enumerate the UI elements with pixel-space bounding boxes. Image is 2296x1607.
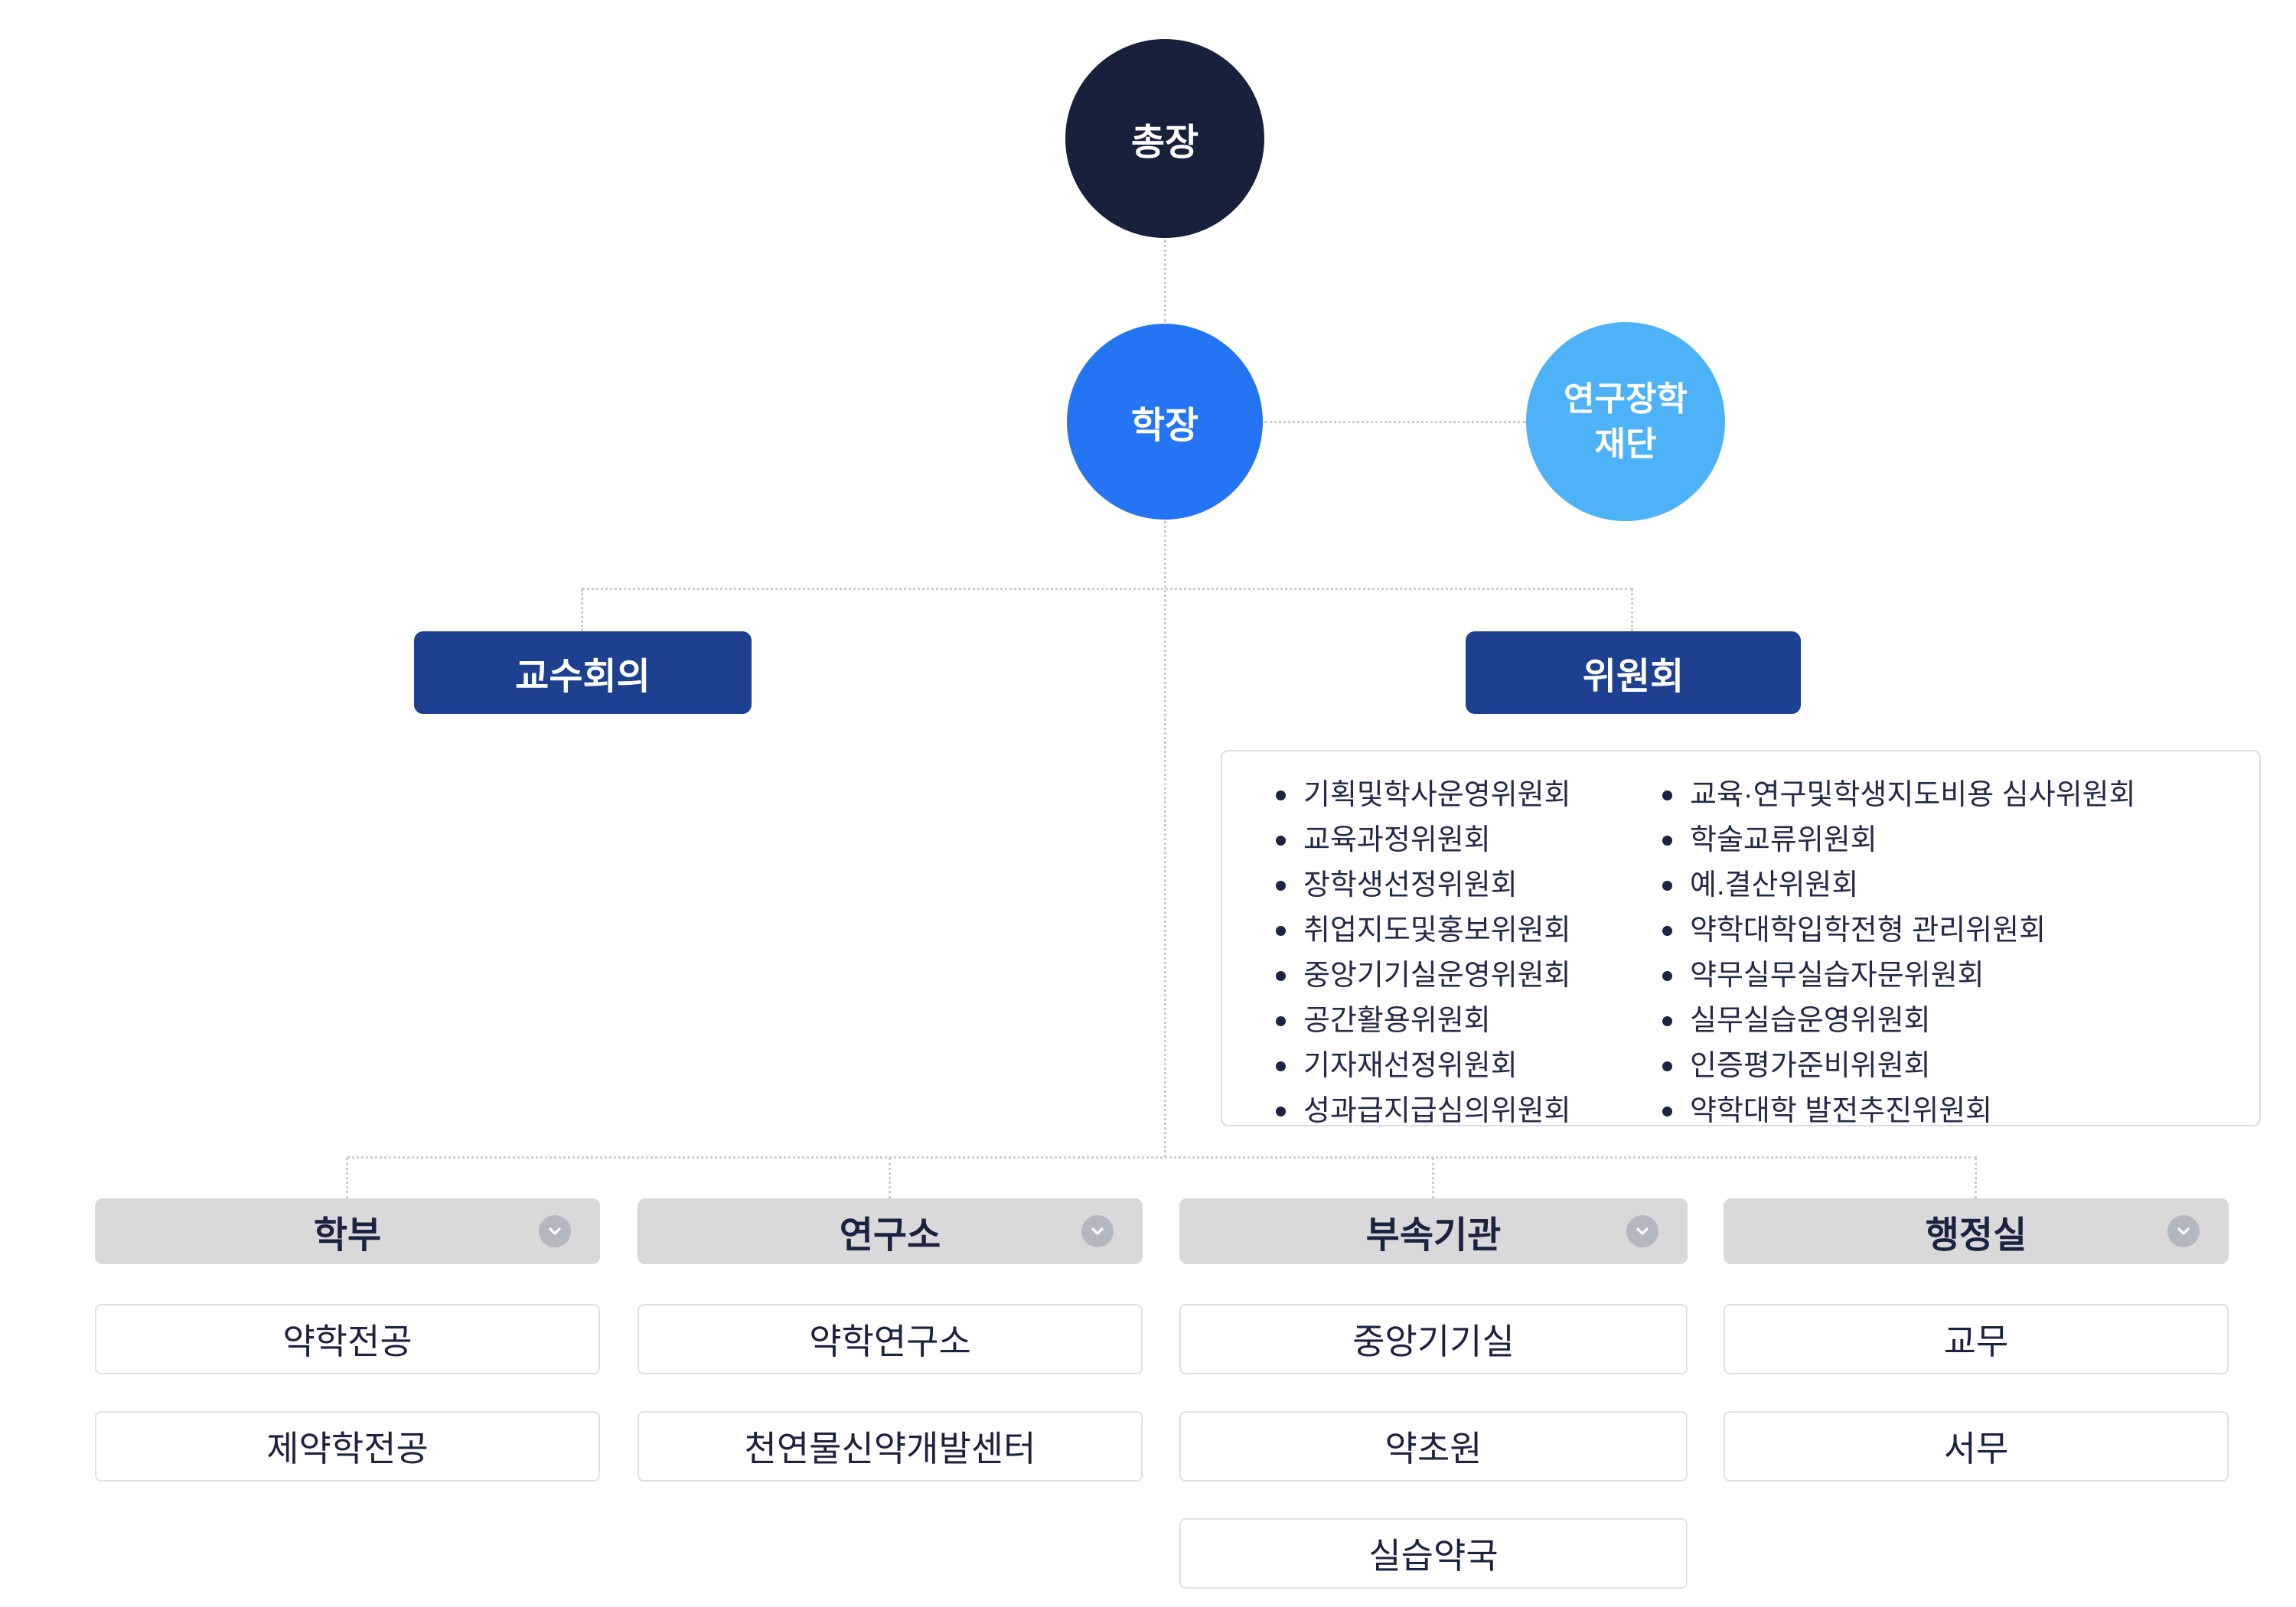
- connector-section3-drop: [1432, 1158, 1434, 1198]
- chevron-down-icon[interactable]: [1626, 1215, 1658, 1247]
- connector-section4-drop: [1975, 1158, 1977, 1198]
- chevron-down-icon[interactable]: [2167, 1215, 2200, 1247]
- committee-node: 위원회: [1466, 631, 1801, 714]
- committee-item: 성과급지급심의위원회: [1271, 1089, 1658, 1134]
- section-item: 약초원: [1179, 1411, 1688, 1482]
- section-header-affiliated-facilities[interactable]: 부속기관: [1179, 1198, 1688, 1264]
- committee-item: 예.결산위원회: [1658, 863, 2244, 908]
- committee-item: 약무실무실습자문위원회: [1658, 953, 2244, 999]
- connector-president-dean: [1164, 240, 1166, 322]
- section-item: 제약학전공: [95, 1411, 600, 1482]
- section-title: 부속기관: [1365, 1215, 1502, 1256]
- section-title: 학부: [313, 1215, 382, 1256]
- section-item: 중앙기기실: [1179, 1304, 1688, 1374]
- committee-item: 장학생선정위원회: [1271, 863, 1658, 908]
- faculty-meeting-node: 교수회의: [414, 631, 752, 714]
- committee-item: 기획및학사운영위원회: [1271, 773, 1658, 818]
- section-header-research-institute[interactable]: 연구소: [638, 1198, 1143, 1264]
- section-item: 실습약국: [1179, 1518, 1688, 1589]
- section-item: 천연물신약개발센터: [638, 1411, 1143, 1482]
- section-header-admin-office[interactable]: 행정실: [1724, 1198, 2229, 1264]
- committee-item: 기자재선정위원회: [1271, 1044, 1658, 1089]
- section-title: 연구소: [839, 1215, 941, 1256]
- committee-list-left: 기획및학사운영위원회 교육과정위원회 장학생선정위원회 취업지도및홍보위원회 중…: [1271, 773, 1658, 1127]
- chevron-down-icon[interactable]: [1081, 1215, 1114, 1247]
- committee-item: 교육과정위원회: [1271, 818, 1658, 863]
- connector-sections-horizontal: [347, 1156, 1977, 1159]
- connector-section2-drop: [889, 1158, 891, 1198]
- dean-node: 학장: [1067, 324, 1263, 520]
- committee-item: 인증평가준비위원회: [1658, 1044, 2244, 1089]
- foundation-label-line2: 재단: [1594, 425, 1657, 463]
- committee-item: 공간활용위원회: [1271, 999, 1658, 1044]
- connector-section1-drop: [346, 1158, 348, 1198]
- committee-list-right: 교육·연구및학생지도비용 심사위원회 학술교류위원회 예.결산위원회 약학대학입…: [1658, 773, 2244, 1127]
- connector-dean-sections: [1164, 521, 1166, 1157]
- chevron-down-icon[interactable]: [539, 1215, 571, 1247]
- committee-item: 교육·연구및학생지도비용 심사위원회: [1658, 773, 2244, 818]
- committee-item: 학술교류위원회: [1658, 818, 2244, 863]
- committee-item: 중앙기기실운영위원회: [1271, 953, 1658, 999]
- foundation-node: 연구장학 재단: [1526, 322, 1725, 521]
- foundation-label-line1: 연구장학: [1564, 380, 1688, 418]
- dean-label: 학장: [1130, 406, 1199, 446]
- faculty-meeting-label: 교수회의: [515, 657, 651, 697]
- section-item: 약학전공: [95, 1304, 600, 1374]
- section-header-undergraduate[interactable]: 학부: [95, 1198, 600, 1264]
- committee-item: 실무실습운영위원회: [1658, 999, 2244, 1044]
- section-title: 행정실: [1925, 1215, 2027, 1256]
- president-label: 총장: [1130, 122, 1199, 163]
- president-node: 총장: [1065, 39, 1264, 238]
- connector-dean-foundation: [1264, 421, 1526, 423]
- committee-list-panel: 기획및학사운영위원회 교육과정위원회 장학생선정위원회 취업지도및홍보위원회 중…: [1221, 750, 2261, 1127]
- connector-committee-drop: [1631, 589, 1633, 631]
- committee-item: 약학대학 발전추진위원회: [1658, 1089, 2244, 1134]
- section-item: 교무: [1724, 1304, 2229, 1374]
- committee-item: 취업지도및홍보위원회: [1271, 908, 1658, 953]
- connector-faculty-drop: [581, 589, 583, 631]
- committee-item: 약학대학입학전형 관리위원회: [1658, 908, 2244, 953]
- section-item: 서무: [1724, 1411, 2229, 1482]
- section-item: 약학연구소: [638, 1304, 1143, 1374]
- committee-label: 위원회: [1582, 657, 1684, 697]
- connector-branch-horizontal: [582, 588, 1633, 590]
